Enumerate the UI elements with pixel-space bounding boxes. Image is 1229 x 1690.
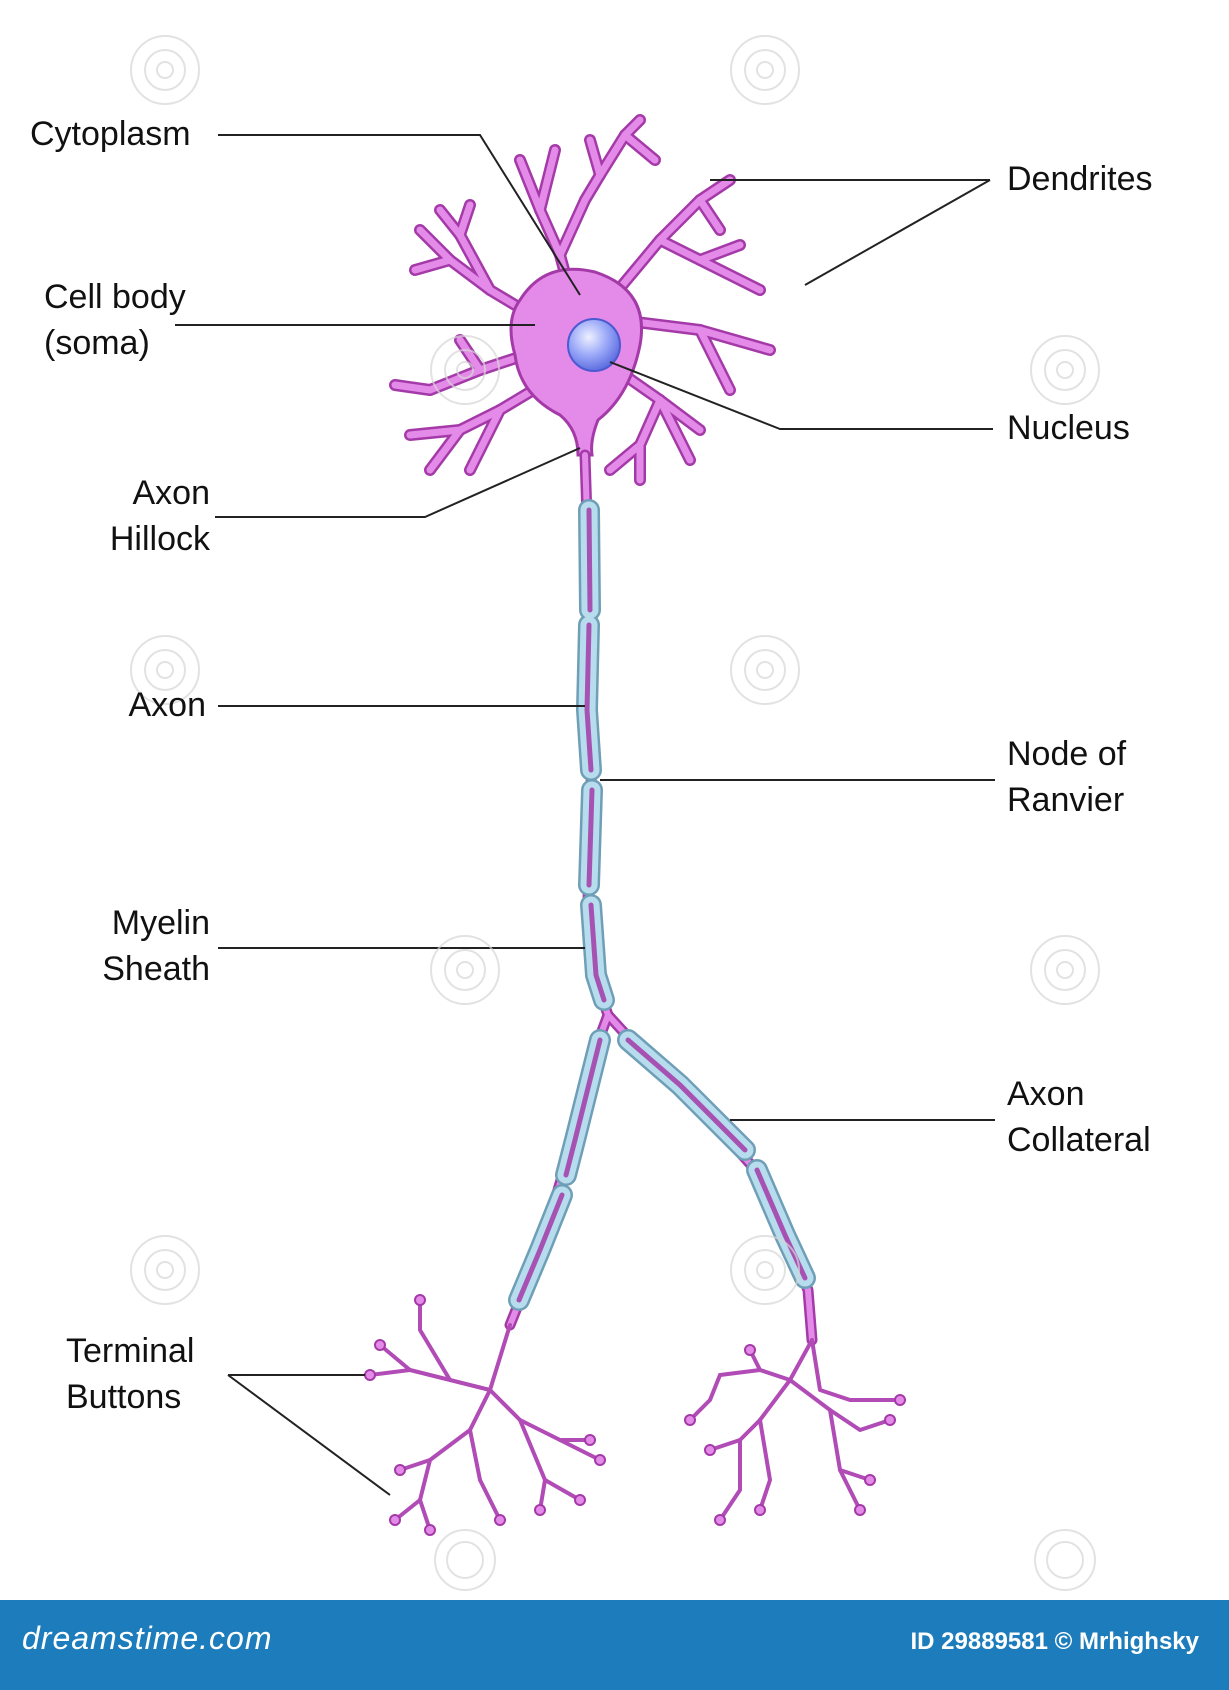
label-axon-hillock-line2: Hillock (109, 520, 210, 558)
label-axon-hillock: Axon Hillock (60, 470, 210, 562)
label-axon-hillock-line1: Axon (132, 474, 211, 512)
label-myelin-sheath-line1: Myelin (111, 904, 210, 942)
label-myelin-sheath: Myelin Sheath (60, 900, 210, 992)
terminal-buttons-heads (364, 1294, 906, 1536)
label-cell-body-line2: (soma) (44, 324, 150, 362)
nucleus (567, 318, 621, 372)
footer-credit: ID 29889581 © Mrhighsky (910, 1628, 1200, 1655)
label-axon-collateral-line1: Axon (1007, 1075, 1085, 1113)
myelin-sheath (508, 499, 816, 1311)
footer-bar: dreamstime.com ID 29889581 © Mrhighsky (0, 1600, 1229, 1690)
label-dendrites: Dendrites (1007, 160, 1153, 198)
leader-lines (175, 134, 995, 1496)
terminal-branches (368, 1298, 902, 1532)
label-terminal-buttons-line2: Buttons (66, 1378, 182, 1416)
label-axon-collateral-line2: Collateral (1007, 1121, 1151, 1159)
label-myelin-sheath-line2: Sheath (102, 950, 210, 988)
label-terminal-buttons: Terminal Buttons (66, 1328, 194, 1420)
label-terminal-buttons-line1: Terminal (66, 1332, 195, 1370)
label-cell-body-line1: Cell body (44, 278, 186, 316)
footer-brand-logo: dreamstime.com (22, 1620, 273, 1656)
neuron-diagram (130, 35, 1100, 1591)
label-axon: Axon (128, 686, 207, 724)
label-nucleus: Nucleus (1007, 409, 1130, 447)
label-node-of-ranvier: Node of Ranvier (1007, 731, 1126, 823)
label-cytoplasm: Cytoplasm (30, 115, 191, 153)
label-node-of-ranvier-line1: Node of (1007, 735, 1127, 773)
watermark (130, 35, 1100, 1591)
label-cell-body: Cell body (soma) (44, 274, 186, 366)
label-axon-collateral: Axon Collateral (1007, 1071, 1151, 1163)
label-node-of-ranvier-line2: Ranvier (1007, 781, 1125, 819)
dendrites (389, 114, 776, 486)
